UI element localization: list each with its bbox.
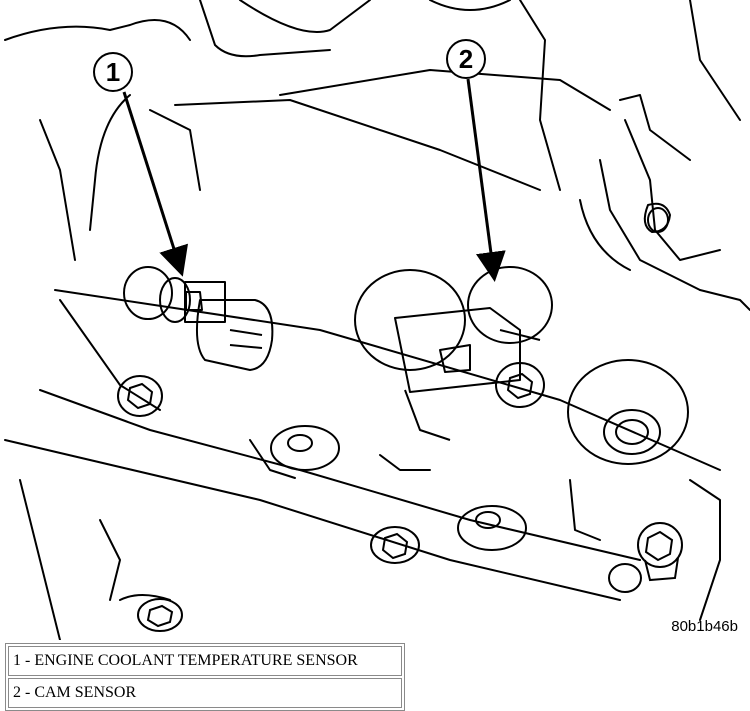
bolt <box>608 563 642 593</box>
engine-sensor-illustration: 1 2 80b1b46b <box>4 0 750 640</box>
bolt <box>637 522 683 582</box>
front-cylinder-boss <box>567 359 689 465</box>
bolt <box>495 362 545 408</box>
bolt <box>137 598 183 632</box>
legend-table: 1 - ENGINE COOLANT TEMPERATURE SENSOR 2 … <box>5 643 405 711</box>
callout-2-circle <box>446 39 486 79</box>
callout-2: 2 <box>446 39 506 282</box>
bolts <box>117 207 683 632</box>
bolt <box>457 505 527 551</box>
legend-row: 1 - ENGINE COOLANT TEMPERATURE SENSOR <box>8 646 402 676</box>
figure-code: 80b1b46b <box>671 618 738 635</box>
legend-row: 2 - CAM SENSOR <box>8 678 402 708</box>
bolt <box>370 526 420 564</box>
callout-1-leader <box>122 91 189 277</box>
legend-item-coolant-sensor: 1 - ENGINE COOLANT TEMPERATURE SENSOR <box>8 646 402 676</box>
engine-block-outline <box>4 0 750 640</box>
callout-1: 1 <box>93 52 189 277</box>
bolt <box>117 375 163 417</box>
coolant-temperature-sensor <box>123 266 274 371</box>
cam-sensor <box>354 266 553 441</box>
legend-item-cam-sensor: 2 - CAM SENSOR <box>8 678 402 708</box>
bolt <box>647 207 669 233</box>
callout-1-number: 1 <box>106 57 120 87</box>
callout-2-leader <box>466 78 506 282</box>
callout-2-number: 2 <box>459 44 473 74</box>
callout-1-circle <box>93 52 133 92</box>
bolt <box>270 425 340 471</box>
